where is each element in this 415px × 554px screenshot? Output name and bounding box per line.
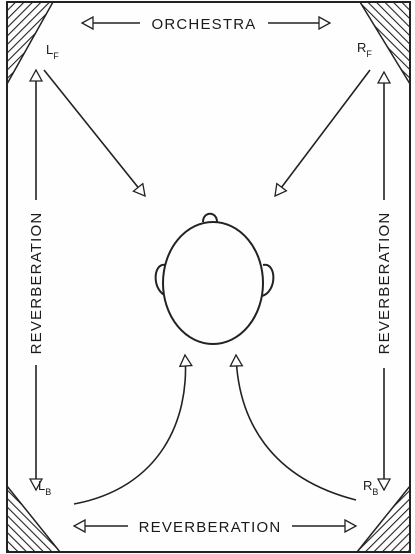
path-left-back-to-listener (74, 355, 186, 504)
path-right-back-to-listener (236, 355, 356, 500)
listener-head (156, 214, 274, 344)
orchestra-label: ORCHESTRA (152, 16, 257, 33)
path-left-front-to-listener (44, 70, 145, 196)
label-left-back: LB (38, 478, 51, 497)
label-right-front: RF (357, 40, 372, 59)
nose-icon (203, 214, 217, 222)
left-reverberation-label: REVERBERATION (28, 212, 45, 355)
speaker-right-back (357, 486, 410, 552)
path-right-front-to-listener (275, 70, 370, 196)
label-left-front: LF (46, 42, 59, 61)
speaker-left-back (7, 486, 60, 552)
label-right-back: RB (363, 478, 378, 497)
bottom-reverberation-label: REVERBERATION (139, 519, 282, 536)
head-outline (163, 222, 263, 344)
right-reverberation-label: REVERBERATION (376, 212, 393, 355)
speaker-right-front (360, 2, 410, 84)
